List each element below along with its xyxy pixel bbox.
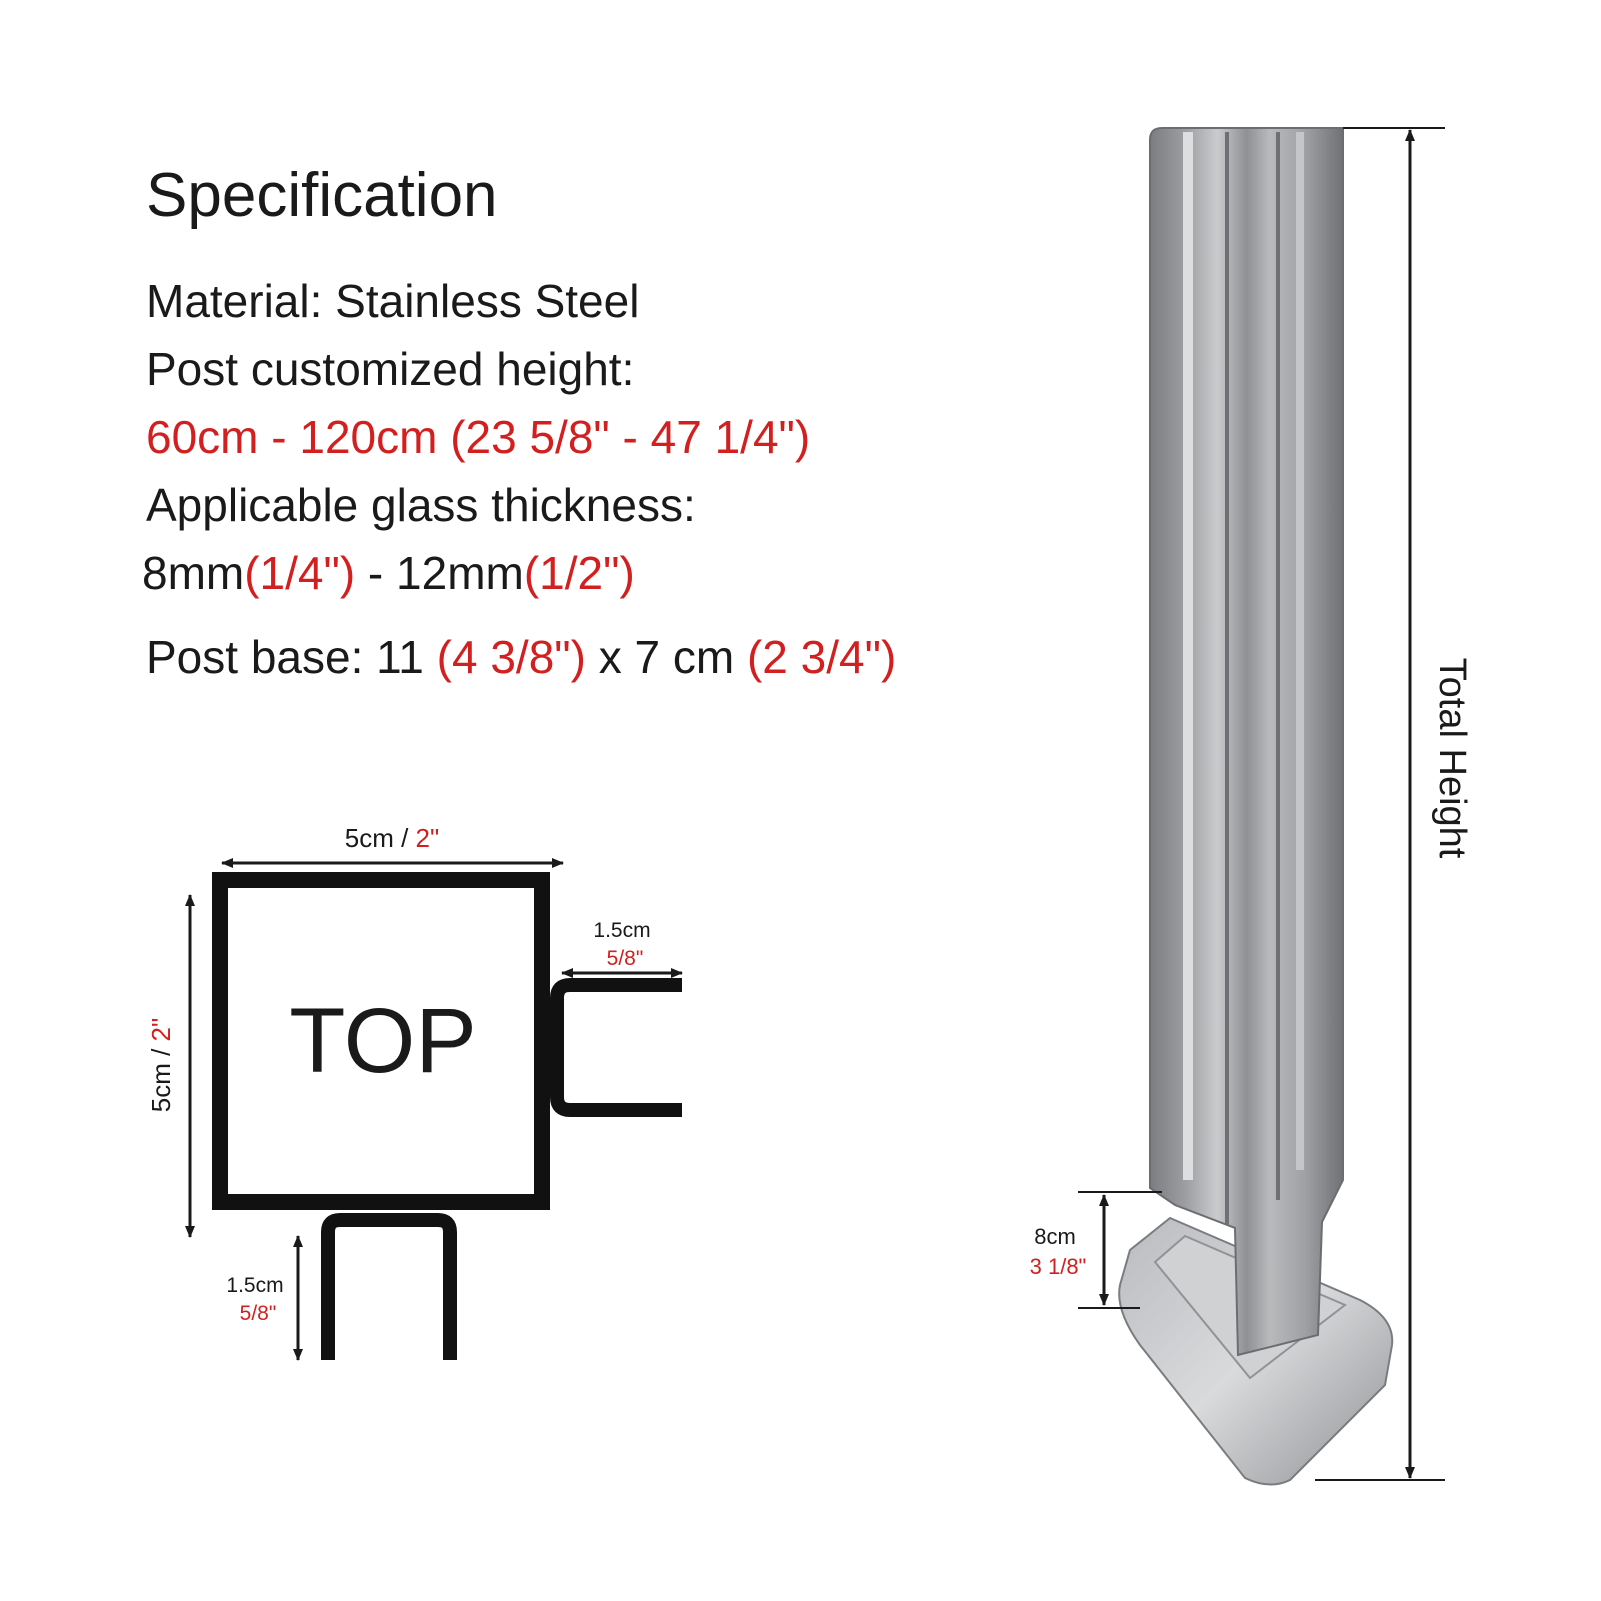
top-label: TOP	[289, 990, 476, 1092]
width-metric: 5cm /	[345, 823, 416, 853]
glass-max-imperial: (1/2")	[523, 547, 635, 599]
base-width-imperial: (2 3/4")	[746, 631, 897, 683]
glass-min-metric: 8mm	[142, 547, 245, 599]
spec-post-base: Post base: 11 (4 3/8") x 7 cm (2 3/4")	[146, 634, 896, 680]
base-x: x 7 cm	[585, 631, 747, 683]
glass-max-metric: 12mm	[396, 547, 524, 599]
height-imperial: 2"	[146, 1018, 176, 1042]
spec-glass-range: 8mm(1/4") - 12mm(1/2")	[142, 550, 635, 596]
width-label: 5cm / 2"	[345, 823, 440, 853]
right-slot-imperial: 5/8"	[607, 947, 644, 970]
height-label: 5cm / 2"	[146, 1018, 176, 1113]
base-height-metric: 8cm	[1034, 1224, 1076, 1249]
post-column	[1149, 127, 1344, 1357]
bottom-glass-slot	[321, 1213, 457, 1360]
bottom-slot-metric: 1.5cm	[226, 1274, 283, 1297]
spec-height-label: Post customized height:	[146, 343, 635, 395]
glass-min-imperial: (1/4")	[244, 547, 356, 599]
total-height-label: Total Height	[1431, 658, 1473, 859]
bottom-slot-imperial: 5/8"	[240, 1302, 277, 1325]
spec-height-range: 60cm - 120cm (23 5/8" - 47 1/4")	[146, 411, 811, 463]
glass-separator: -	[355, 547, 397, 599]
spec-material: Material: Stainless Steel	[146, 275, 640, 327]
width-imperial: 2"	[416, 823, 440, 853]
spec-title: Specification	[146, 161, 498, 230]
top-section-diagram: TOP 5cm / 2" 5cm / 2" 1.5cm 5/8" 1.5cm 5…	[146, 823, 683, 1361]
base-label: Post base: 11	[146, 631, 437, 683]
steel-post-illustration: Total Height 8cm 3 1/8"	[1030, 127, 1473, 1486]
height-metric: 5cm /	[146, 1041, 176, 1112]
right-slot-metric: 1.5cm	[593, 919, 650, 942]
spec-glass-label: Applicable glass thickness:	[146, 479, 696, 531]
post-square-outline	[212, 872, 550, 1210]
right-glass-slot	[550, 978, 682, 1117]
base-length-imperial: (4 3/8")	[436, 631, 586, 683]
base-height-imperial: 3 1/8"	[1030, 1254, 1087, 1279]
